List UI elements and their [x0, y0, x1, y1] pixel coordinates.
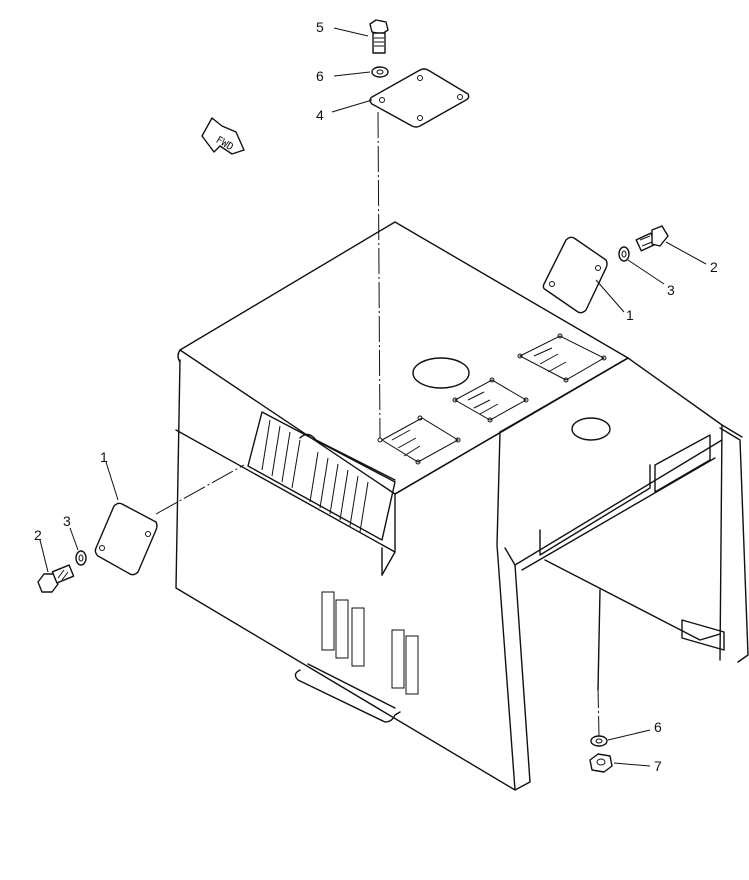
carry-handle [294, 669, 401, 723]
vent-louvers [247, 411, 396, 541]
callout-2-left: 2 [34, 527, 42, 543]
washer-right-icon [618, 246, 630, 262]
hood-body [175, 221, 749, 791]
callout-3-right: 3 [667, 282, 675, 298]
bolt-top-icon [369, 19, 389, 54]
callout-5: 5 [316, 19, 324, 35]
callout-6-top: 6 [316, 68, 324, 84]
lower-vents [321, 591, 419, 695]
callout-3-left: 3 [63, 513, 71, 529]
callout-1-right: 1 [626, 307, 634, 323]
cover-right-icon [542, 236, 608, 314]
bolt-right-icon [635, 225, 669, 252]
callout-6-bottom: 6 [654, 719, 662, 735]
top-hole-right [571, 417, 611, 441]
plate-top-icon [369, 68, 470, 128]
nut-bottom-icon [589, 753, 613, 773]
top-cutouts [377, 333, 607, 465]
top-hole-left [412, 357, 470, 389]
callout-7: 7 [654, 758, 662, 774]
cover-left-icon [94, 502, 158, 576]
fwd-arrow-icon: FWD [201, 117, 245, 155]
callout-2-right: 2 [710, 259, 718, 275]
bolt-left-icon [37, 564, 75, 593]
callout-1-left: 1 [100, 449, 108, 465]
washer-left-icon [75, 550, 87, 566]
callout-4: 4 [316, 107, 324, 123]
washer-top-icon [371, 66, 389, 78]
washer-bottom-icon [590, 735, 608, 747]
